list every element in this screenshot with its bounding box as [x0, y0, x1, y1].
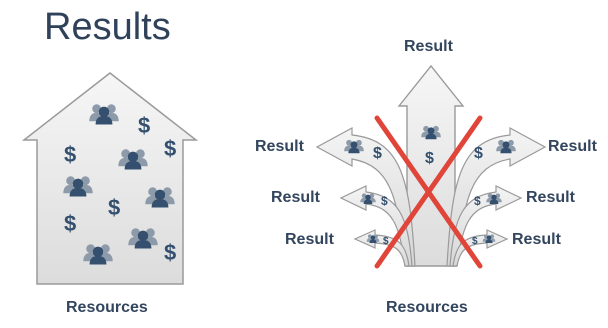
dollar-icon: $	[64, 142, 76, 167]
result-label-left-middle: Result	[271, 189, 320, 206]
dollar-icon: $	[108, 195, 120, 220]
branch-arrow-right-top	[446, 126, 547, 267]
dollar-icon: $	[425, 150, 434, 167]
dollar-icon: $	[373, 145, 382, 162]
dollar-icon: $	[472, 236, 478, 247]
right-resources-label: Resources	[386, 299, 468, 316]
branch-arrow-left-top	[315, 126, 416, 267]
dollar-icon: $	[64, 211, 76, 236]
result-label-right-middle: Result	[526, 189, 575, 206]
dollar-icon: $	[474, 145, 483, 162]
result-label-right-bottom: Result	[512, 231, 561, 248]
branch-arrow-left-middle	[339, 185, 413, 267]
result-label-left-top: Result	[255, 138, 304, 155]
dollar-icon: $	[164, 240, 176, 265]
dollar-icon: $	[138, 113, 150, 138]
top-result-label: Result	[404, 38, 453, 55]
cross-out-mark	[374, 115, 483, 269]
dollar-icon: $	[164, 136, 176, 161]
dollar-icon: $	[474, 194, 481, 208]
dollar-icon: $	[383, 236, 389, 247]
result-label-right-top: Result	[548, 138, 597, 155]
left-resources-label: Resources	[66, 299, 148, 316]
page-title: Results	[44, 6, 171, 48]
result-label-left-bottom: Result	[285, 231, 334, 248]
dollar-icon: $	[381, 194, 388, 208]
